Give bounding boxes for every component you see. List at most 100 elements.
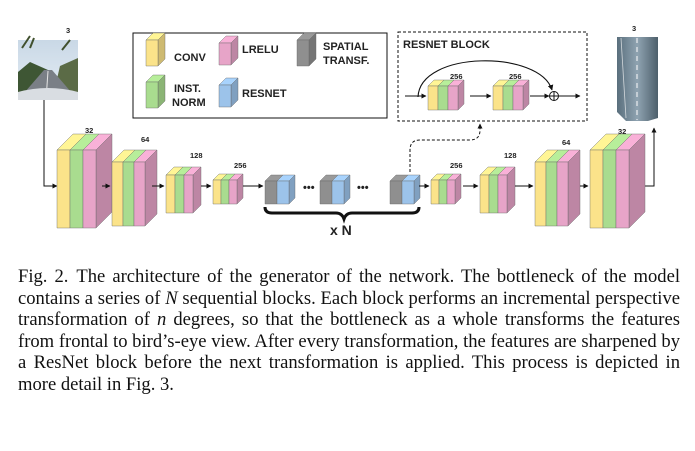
encoder-block-64-inst_norm-front [122, 161, 135, 227]
encoder-block-128-conv-front [165, 174, 176, 214]
bottleneck-block-1-resnet-front [276, 180, 290, 205]
legend-inst-swatch-front [145, 81, 159, 109]
encoder-channel-256: 256 [234, 161, 247, 170]
decoder-block-128-lrelu-side [506, 166, 516, 214]
layer-blocks [56, 79, 646, 229]
resnet-block-channel-2: 256 [509, 72, 522, 81]
decoder-block-64-conv-front [534, 161, 547, 227]
decoder-block-32-inst_norm-front [602, 149, 617, 229]
output-channel-label: 3 [632, 24, 636, 33]
resnet-block-title: RESNET BLOCK [403, 39, 490, 51]
decoder-block-256-inst_norm-front [438, 179, 448, 205]
decoder-block-256-lrelu-front [446, 179, 456, 205]
encoder-block-256-conv-front [212, 179, 222, 205]
detail-link-arrow [409, 123, 483, 172]
legend-conv-label: CONV [174, 52, 206, 64]
figure-caption: Fig. 2.The architecture of the generator… [18, 266, 680, 396]
resnet-detail-block-2 [492, 79, 530, 111]
legend-conv-swatch-front [145, 39, 159, 67]
caption-text-2: sequential blocks. Each block performs a… [18, 287, 681, 331]
generator-architecture-diagram: 3 3 CONV LRELU SPATIAL TRANSF. INST. NOR… [18, 24, 661, 238]
decoder-block-32-lrelu-side [628, 133, 646, 229]
legend-spatial-swatch-front [296, 39, 310, 67]
encoder-block-256-lrelu-front [228, 179, 238, 205]
legend-spatial-label-2: TRANSF. [323, 55, 369, 67]
legend-resnet-swatch-front [218, 84, 232, 108]
encoder-block-128-lrelu-front [183, 174, 194, 214]
input-flow-arrow [43, 100, 58, 189]
encoder-channel-64: 64 [141, 135, 150, 144]
legend-items [145, 32, 317, 109]
input-channel-label: 3 [66, 26, 70, 35]
caption-text-1: The architecture of the generator of the… [18, 266, 680, 309]
bottleneck-block-2-resnet-front [331, 180, 345, 205]
decoder-block-64-lrelu-front [556, 161, 569, 227]
decoder-block-128-inst_norm-front [488, 174, 499, 214]
decoder-block-128 [479, 166, 516, 214]
bottleneck-block-1-spatial-front [264, 180, 278, 205]
decoder-block-256-conv-front [430, 179, 440, 205]
encoder-block-32 [56, 133, 113, 229]
decoder-block-64 [534, 149, 581, 227]
repeat-label: x N [330, 222, 352, 238]
decoder-channel-256: 256 [450, 161, 463, 170]
encoder-block-128-lrelu-side [192, 166, 202, 214]
encoder-block-64-conv-front [111, 161, 124, 227]
bottleneck-block-2 [319, 174, 351, 205]
encoder-block-128 [165, 166, 202, 214]
input-image [18, 35, 78, 101]
decoder-block-32 [589, 133, 646, 229]
encoder-block-256-inst_norm-front [220, 179, 230, 205]
bottleneck-block-2-spatial-front [319, 180, 333, 205]
caption-text-3: degrees, so that the bottleneck as a who… [18, 309, 680, 395]
legend-lrelu-label: LRELU [242, 44, 279, 56]
decoder-block-64-lrelu-side [567, 149, 581, 227]
legend-inst-label-2: NORM [172, 97, 206, 109]
decoder-channel-32: 32 [618, 127, 626, 136]
encoder-block-32-inst_norm-front [69, 149, 84, 229]
encoder-channel-32: 32 [85, 126, 93, 135]
encoder-block-256 [212, 173, 244, 205]
legend-lrelu-swatch-front [218, 42, 232, 66]
resnet-detail-block-1 [427, 79, 465, 111]
decoder-channel-128: 128 [504, 151, 517, 160]
bottleneck-block-3-resnet-front [401, 180, 415, 205]
resnet-detail-block-1-lrelu-front [447, 85, 459, 111]
decoder-block-256 [430, 173, 462, 205]
output-image [613, 35, 661, 123]
encoder-channel-128: 128 [190, 151, 203, 160]
resnet-block-channel-1: 256 [450, 72, 463, 81]
encoder-block-128-inst_norm-front [174, 174, 185, 214]
bottleneck-block-3 [389, 174, 421, 205]
caption-var-N: N [165, 287, 178, 309]
bottleneck-brace [263, 206, 421, 224]
decoder-channel-64: 64 [562, 138, 571, 147]
encoder-block-64 [111, 149, 158, 227]
caption-label: Fig. 2. [18, 266, 69, 287]
legend-box [132, 32, 388, 119]
encoder-block-32-conv-front [56, 149, 71, 229]
bottleneck-block-3-spatial-front [389, 180, 403, 205]
decoder-block-128-lrelu-front [497, 174, 508, 214]
decoder-block-32-conv-front [589, 149, 604, 229]
decoder-block-64-inst_norm-front [545, 161, 558, 227]
decoder-block-32-lrelu-front [615, 149, 630, 229]
encoder-block-32-lrelu-front [82, 149, 97, 229]
encoder-block-64-lrelu-side [144, 149, 158, 227]
legend-resnet-label: RESNET [242, 88, 287, 100]
encoder-block-32-lrelu-side [95, 133, 113, 229]
bottleneck-ellipsis-1: ••• [303, 182, 315, 194]
resnet-detail-block-2-inst_norm-front [502, 85, 514, 111]
resnet-detail-block-1-inst_norm-front [437, 85, 449, 111]
bottleneck-block-1 [264, 174, 296, 205]
decoder-block-128-conv-front [479, 174, 490, 214]
bottleneck-ellipsis-2: ••• [357, 182, 369, 194]
skip-connection-arrow [417, 60, 554, 98]
caption-var-n: n [157, 309, 167, 331]
legend-spatial-label-1: SPATIAL [323, 41, 369, 53]
resnet-detail-block-2-lrelu-front [512, 85, 524, 111]
resnet-detail-block-2-conv-front [492, 85, 504, 111]
encoder-block-64-lrelu-front [133, 161, 146, 227]
legend-inst-label-1: INST. [174, 83, 201, 95]
resnet-detail-block-1-conv-front [427, 85, 439, 111]
